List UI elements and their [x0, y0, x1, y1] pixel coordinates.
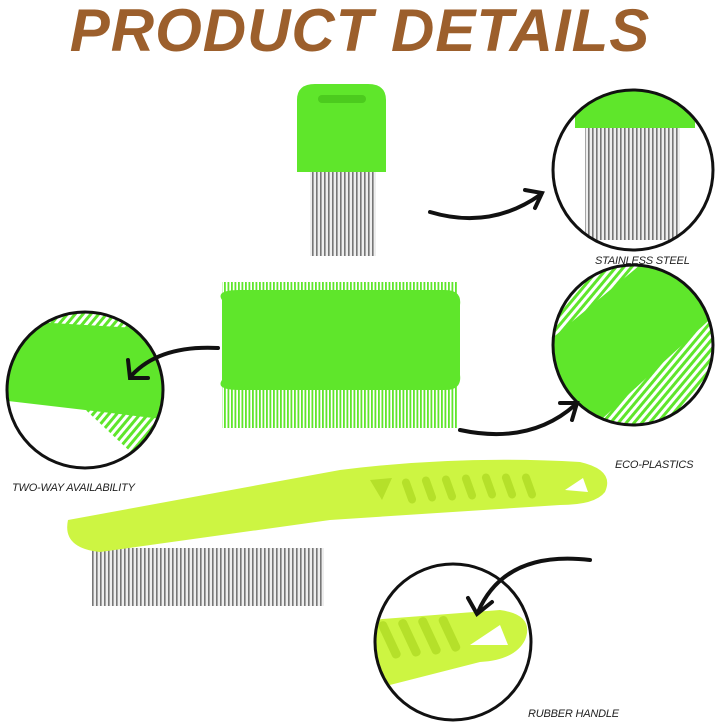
double-sided-comb — [220, 282, 461, 428]
arrow-to-rubber-icon — [476, 556, 592, 614]
label-two-way-availability: TWO-WAY AVAILABILITY — [12, 482, 135, 494]
handle-comb — [67, 459, 608, 606]
label-eco-plastics: ECO-PLASTICS — [615, 459, 694, 471]
label-stainless-steel: STAINLESS STEEL — [595, 255, 690, 267]
eco-plastics-zoom-circle — [551, 263, 715, 427]
label-rubber-handle: RUBBER HANDLE — [528, 708, 619, 720]
rubber-handle-zoom-circle — [373, 562, 533, 722]
arrow-to-eco-icon — [458, 403, 577, 437]
stainless-steel-zoom-circle — [551, 88, 715, 252]
callout-arrows — [126, 188, 592, 618]
arrow-to-stainless-icon — [428, 193, 542, 221]
page-title: PRODUCT DETAILS — [69, 0, 651, 64]
two-way-zoom-circle — [5, 310, 165, 470]
arrow-to-two-way-icon — [130, 345, 220, 377]
small-steel-comb — [297, 84, 386, 256]
